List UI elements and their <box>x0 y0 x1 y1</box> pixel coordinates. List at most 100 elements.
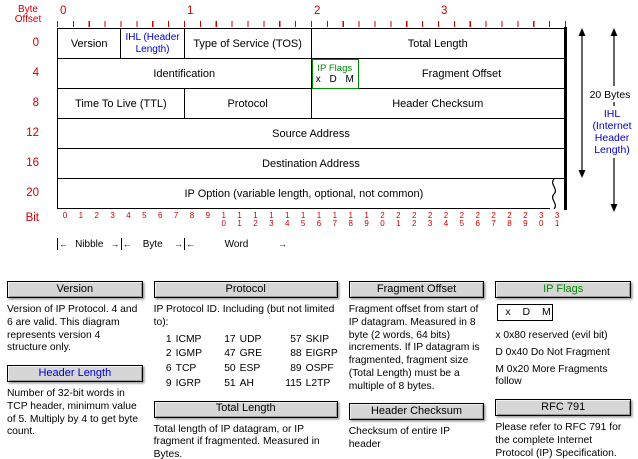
arrow-left-icon: ← <box>122 238 132 249</box>
bit-number: 1 4 <box>284 211 290 228</box>
row-offset: 8 <box>32 97 39 109</box>
protocol-number: 17 <box>224 333 236 345</box>
bit-label: Bit <box>25 212 39 224</box>
rfc-description: Please refer to RFC 791 for the complete… <box>495 422 622 459</box>
byte-scale: ← Byte → <box>120 238 185 250</box>
info-title-rfc-791: RFC 791 <box>495 399 632 417</box>
field-destination-address: Destination Address <box>58 149 565 179</box>
title-text: Header Checksum <box>370 405 463 418</box>
arrow-right-icon: → <box>110 238 120 249</box>
protocol-number: 9 <box>165 377 172 389</box>
protocol-number: 1 <box>165 333 172 345</box>
protocol-number: 57 <box>290 333 302 345</box>
bytes-span-label: 20 Bytes <box>590 89 631 101</box>
measure-scale: ← Nibble → ← Byte → ← Word → <box>57 238 288 252</box>
bit-number: 2 2 <box>411 211 417 228</box>
torn-edge-squiggle <box>551 179 556 209</box>
bit-number: 1 0 <box>221 211 226 228</box>
bit-number: 5 <box>142 211 147 220</box>
ihl-span-label: Header <box>595 132 630 144</box>
bit-number: 2 7 <box>491 211 496 228</box>
field-fragment-offset: Fragment Offset <box>359 59 565 89</box>
bit-number: 2 8 <box>507 211 512 228</box>
title-text: RFC 791 <box>541 400 586 413</box>
bit-number: 1 1 <box>237 211 242 228</box>
header-row-0: Version IHL (Header Length) Type of Serv… <box>58 29 565 59</box>
header-row-20: IP Option (variable length, optional, no… <box>58 179 565 209</box>
protocol-name: ESP <box>239 363 261 375</box>
protocol-name: GRE <box>239 348 262 360</box>
ihl-span-label: Length) <box>594 144 630 156</box>
field-version: Version <box>58 29 122 59</box>
header-checksum-description: Checksum of entire IP header <box>348 426 450 451</box>
protocol-name: AH <box>239 377 254 389</box>
field-header-checksum: Header Checksum <box>311 89 565 119</box>
header-row-16: Destination Address <box>58 149 565 179</box>
row-offset: 12 <box>26 127 39 139</box>
protocol-number: 47 <box>224 348 236 360</box>
arrow-left-icon: ← <box>59 238 68 249</box>
ihl-span-label: (Internet <box>592 120 631 132</box>
bit-number: 1 5 <box>300 211 306 228</box>
protocol-name: L2TP <box>305 377 331 389</box>
byte-label: Byte <box>142 238 163 250</box>
bit-number: 1 2 <box>253 211 258 228</box>
header-length-description: Number of 32-bit words in TCP header, mi… <box>7 388 139 438</box>
protocol-name: IGMP <box>175 348 202 360</box>
ip-flags-lines: x 0x80 reserved (evil bit) D 0x40 Do Not… <box>495 330 631 389</box>
info-column-4: IP Flags x D M x 0x80 reserved (evil bit… <box>495 281 632 459</box>
flag-line: D 0x40 Do Not Fragment <box>495 346 610 358</box>
bit-number: 2 6 <box>475 211 480 228</box>
info-title-total-length: Total Length <box>153 400 338 418</box>
protocol-name: IGRP <box>175 377 201 389</box>
row-offset: 16 <box>26 157 39 169</box>
nibble-scale: ← Nibble → <box>57 238 121 250</box>
arrow-left-icon: ← <box>186 238 195 249</box>
title-text: Version <box>56 282 94 295</box>
protocol-description: IP Protocol ID. Including (but not limit… <box>153 304 335 328</box>
bit-ticks <box>57 21 566 27</box>
bit-number: 1 3 <box>269 211 274 228</box>
top-byte-number: 1 <box>187 5 194 17</box>
field-source-address: Source Address <box>58 119 565 149</box>
protocol-number: 2 <box>165 348 172 360</box>
table-right-edge <box>563 27 567 210</box>
nibble-label: Nibble <box>75 238 104 250</box>
field-identification: Identification <box>58 59 312 89</box>
field-ip-option: IP Option (variable length, optional, no… <box>58 179 550 209</box>
bit-number: 1 8 <box>348 211 353 228</box>
ihl-arrow-up-icon <box>610 28 618 36</box>
bit-number: 1 6 <box>316 211 322 228</box>
title-text: IP Flags <box>543 282 584 295</box>
bit-number: 1 9 <box>364 211 369 228</box>
row-offset: 4 <box>32 67 39 79</box>
bit-number: 2 3 <box>427 211 433 228</box>
field-ihl: IHL (Header Length) <box>121 29 185 59</box>
bit-number: 6 <box>157 211 163 220</box>
byte-offset-label: Byte Offset <box>14 4 42 25</box>
bit-number: 0 <box>62 211 68 220</box>
top-byte-numbers: 0 1 2 3 <box>57 5 565 20</box>
protocol-number: 115 <box>285 377 302 389</box>
field-ip-flags: IP Flags x D M <box>311 59 360 89</box>
bit-number: 2 4 <box>443 211 449 228</box>
protocol-number: 50 <box>224 363 236 375</box>
word-label: Word <box>224 238 249 250</box>
bit-number: 3 <box>110 211 115 220</box>
right-annotations: 20 Bytes IHL (Internet Header Length) <box>578 28 638 212</box>
top-byte-number: 3 <box>441 5 448 17</box>
bit-number: 8 <box>189 211 195 220</box>
top-byte-number: 0 <box>60 5 67 17</box>
bit-number: 2 <box>94 211 99 220</box>
info-column-2: Protocol IP Protocol ID. Including (but … <box>153 281 338 459</box>
bit-number: 3 1 <box>554 211 560 228</box>
protocol-number: 6 <box>165 363 172 375</box>
flag-line: M 0x20 More Fragments follow <box>495 363 608 388</box>
title-text: Total Length <box>215 402 276 415</box>
row-offset: 20 <box>26 187 39 199</box>
header-row-4: Identification IP Flags x D M Fragment O… <box>58 59 565 89</box>
info-title-protocol: Protocol <box>153 281 338 298</box>
info-column-3: Fragment Offset Fragment offset from sta… <box>348 281 485 459</box>
